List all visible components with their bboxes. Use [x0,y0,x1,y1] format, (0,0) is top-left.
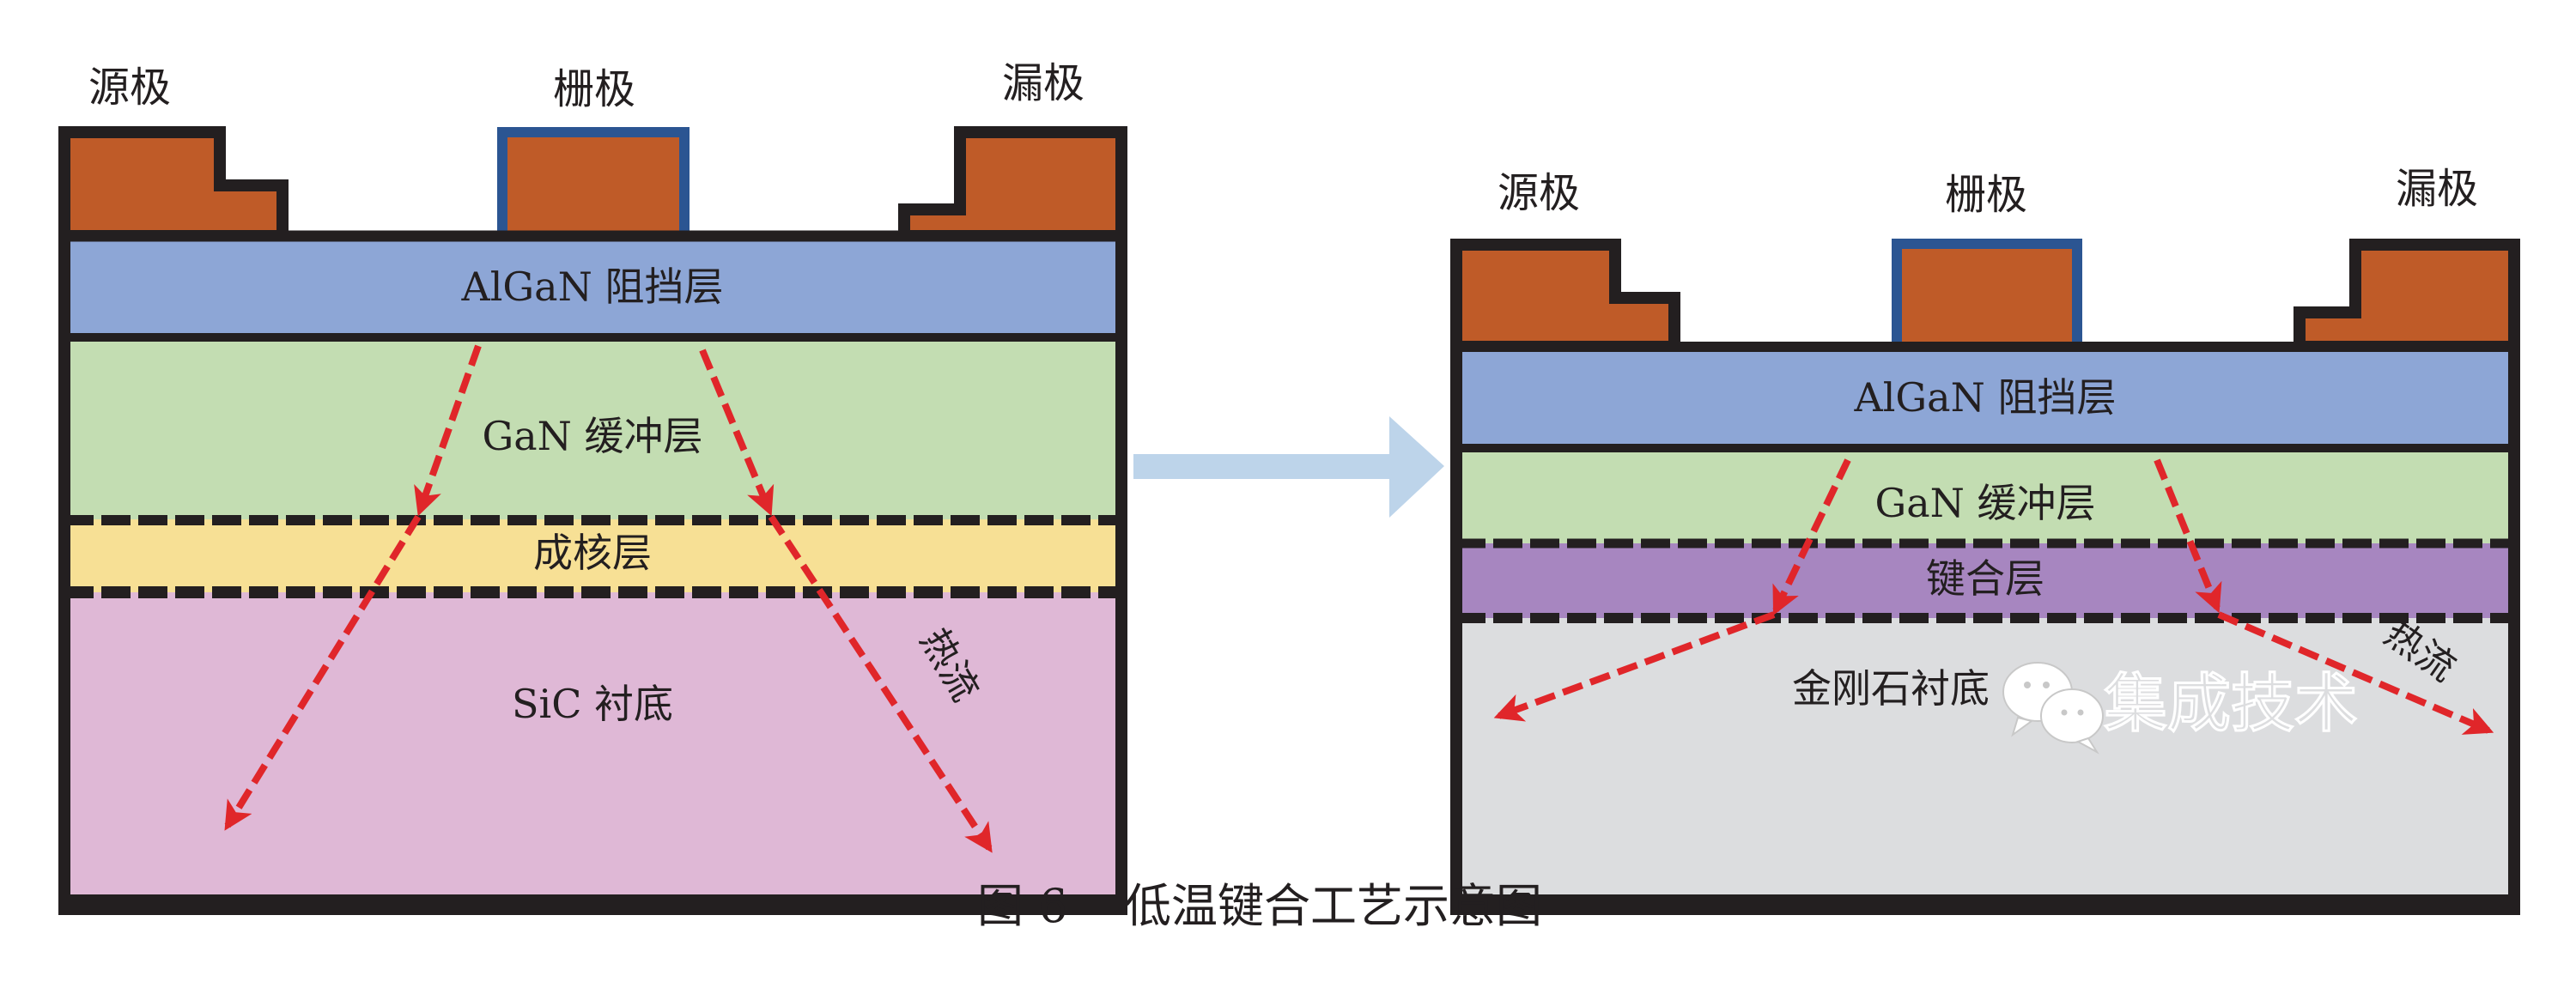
right-bonding-layer [1456,543,2514,618]
right-algan-layer [1456,347,2514,448]
left-gate-label: 栅极 [553,65,635,113]
right-source-electrode [1450,239,1680,353]
left-drain-label: 漏极 [1002,59,1084,107]
right-arrow-icon [1133,416,1444,518]
left-heat-arrow-1b [224,514,422,831]
left-diagram-sic: 源极 栅极 漏极 AlGaN 阻挡层 GaN 缓冲层 成核层 SiC 衬底 [58,59,1127,915]
right-gate-label: 栅极 [1945,171,2027,219]
watermark-text: 集成技术 [2104,667,2358,741]
left-drain-electrode [898,126,1127,242]
right-heat-arrow-1b [1493,611,1776,722]
right-heat-flow-arrows [1493,458,2494,735]
left-sic-label: SiC 衬底 [512,681,673,727]
right-heat-arrow-2a [2154,458,2222,614]
right-diagram-diamond: 源极 栅极 漏极 AlGaN 阻挡层 GaN 缓冲层 键合层 金刚石衬底 [1450,165,2520,915]
right-source-label: 源极 [1498,169,1580,217]
right-diamond-substrate [1456,618,2514,904]
right-gan-layer [1456,448,2514,543]
left-gate-electrode [497,127,690,241]
left-algan-label: AlGaN 阻挡层 [461,264,724,310]
wechat-icon [2002,662,2104,755]
left-heat-flow-arrows [224,344,993,853]
left-gan-label: GaN 缓冲层 [482,413,702,459]
left-sic-substrate [64,592,1121,904]
right-drain-electrode [2293,239,2520,353]
figure-caption: 低温键合工艺示意图 [1125,879,1542,933]
figure-number: 图 6 [977,879,1068,933]
right-gate-electrode [1892,239,2082,352]
right-algan-label: AlGaN 阻挡层 [1854,374,2117,421]
left-heat-arrow-2b [768,514,993,853]
right-heat-arrow-2b [2217,611,2494,735]
left-gan-layer [64,337,1121,519]
right-drain-label: 漏极 [2396,165,2478,213]
left-source-label: 源极 [88,64,171,112]
right-bonding-label: 键合层 [1926,555,2044,602]
left-source-electrode [58,126,289,242]
right-diamond-label: 金刚石衬底 [1792,665,1990,712]
left-algan-layer [64,236,1121,337]
left-nucleation-layer [64,519,1121,592]
right-gan-label: GaN 缓冲层 [1874,480,2095,526]
left-nucleation-label: 成核层 [533,530,652,576]
